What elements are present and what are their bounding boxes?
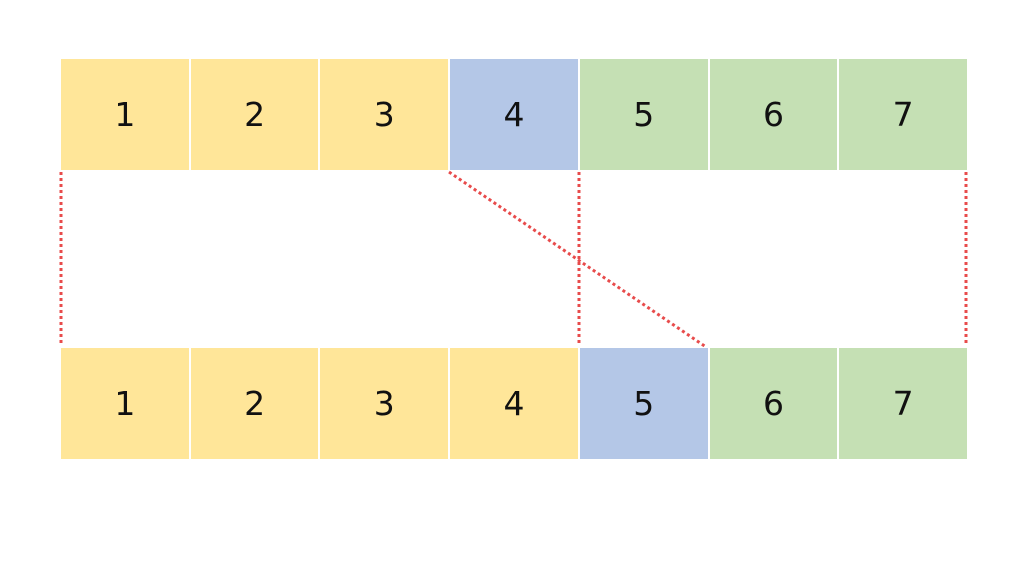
top-cell-5: 5: [579, 59, 710, 170]
top-cell-4: 4: [450, 59, 580, 170]
top-cell-3: 3: [320, 59, 451, 170]
bottom-cell-3: 3: [320, 348, 451, 459]
bottom-cell-4: 4: [450, 348, 580, 459]
top-cell-7: 7: [839, 59, 968, 170]
bottom-cell-2: 2: [190, 348, 321, 459]
bottom-cell-6: 6: [709, 348, 840, 459]
top-cell-2: 2: [190, 59, 321, 170]
top-cell-6: 6: [709, 59, 840, 170]
top-row: 1 2 3 4 5 6 7: [61, 59, 968, 170]
diagonal-shift-connector: [448, 170, 707, 349]
bottom-row: 1 2 3 4 5 6 7: [61, 348, 968, 459]
bottom-cell-5: 5: [579, 348, 710, 459]
bottom-cell-1: 1: [61, 348, 191, 459]
bottom-cell-7: 7: [839, 348, 968, 459]
top-cell-1: 1: [61, 59, 191, 170]
